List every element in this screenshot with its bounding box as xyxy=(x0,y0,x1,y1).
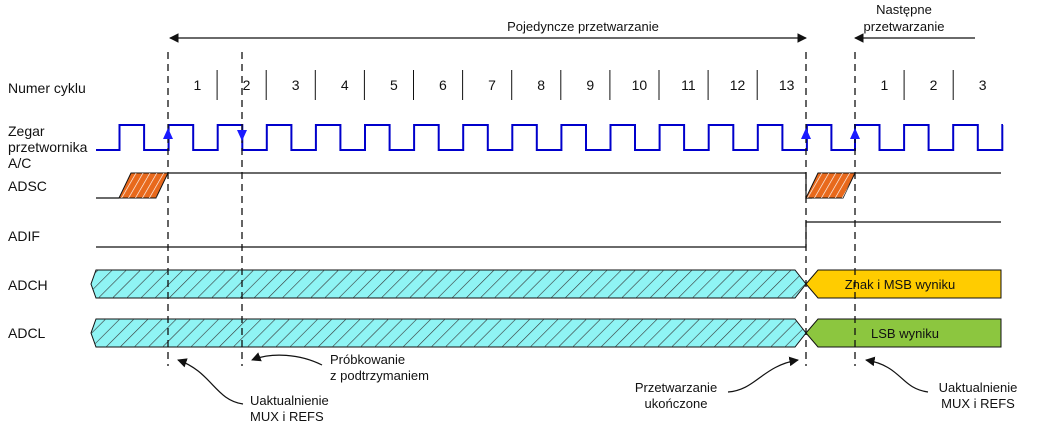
adsc-label: ADSC xyxy=(8,178,47,194)
adcl-previous-hatch xyxy=(91,319,806,347)
mux-update-left-text-2: MUX i REFS xyxy=(250,409,324,424)
adcl-result-label: LSB wyniku xyxy=(871,326,939,341)
adsc-start-pulse-1-hatch xyxy=(119,173,168,198)
cycle-number-first-6: 6 xyxy=(439,77,447,93)
adsc-high xyxy=(168,172,812,199)
annotation-mux-update-left: Uaktualnienie MUX i REFS xyxy=(177,358,329,424)
adch-result xyxy=(805,269,1002,299)
cycle-number-first-5: 5 xyxy=(390,77,398,93)
next-conversion-label-2: przetwarzanie xyxy=(864,19,945,34)
mux-update-right-arrow xyxy=(865,356,929,393)
conversion-complete-text-2: ukończone xyxy=(645,396,708,411)
adcl-label: ADCL xyxy=(8,325,46,341)
mux-update-left-text-1: Uaktualnienie xyxy=(250,393,329,408)
sample-hold-text-1: Próbkowanie xyxy=(330,352,405,367)
cycle-number-next-2: 2 xyxy=(930,77,938,93)
next-conversion-span: Następne przetwarzanie xyxy=(854,2,975,43)
adch-result-label: Znak i MSB wyniku xyxy=(845,277,956,292)
conversion-complete-arrow xyxy=(727,356,799,393)
mux-update-left-arrow xyxy=(177,358,244,405)
sample-hold-arrow xyxy=(251,352,323,366)
annotation-conversion-complete: Przetwarzanie ukończone xyxy=(635,356,799,411)
clock-waveform-conversion xyxy=(96,124,833,151)
cycle-number-first-1: 1 xyxy=(194,77,202,93)
adif-waveform xyxy=(96,221,1001,248)
clock-edge-arrows xyxy=(163,128,860,141)
rising-edge-arrow-3 xyxy=(850,128,860,139)
cycle-number-first-8: 8 xyxy=(537,77,545,93)
cycle-number-first-3: 3 xyxy=(292,77,300,93)
clock-label-3: A/C xyxy=(8,155,31,171)
cycle-number-first-12: 12 xyxy=(730,77,746,93)
cycle-number-label: Numer cyklu xyxy=(8,80,86,96)
single-conversion-span: Pojedyncze przetwarzanie xyxy=(169,19,807,43)
cycle-number-next-1: 1 xyxy=(881,77,889,93)
adch-bus: Znak i MSB wyniku xyxy=(90,269,1002,299)
adc-clock-waveform xyxy=(96,124,1004,151)
next-conversion-label-1: Następne xyxy=(876,2,932,17)
adif-signal xyxy=(96,221,1001,248)
adsc-start-pulse-2-hatch xyxy=(806,173,855,198)
adch-label: ADCH xyxy=(8,277,48,293)
cycle-number-first-10: 10 xyxy=(632,77,648,93)
cycle-number-next-3: 3 xyxy=(979,77,987,93)
clock-waveform-next xyxy=(832,124,1004,151)
conversion-complete-text-1: Przetwarzanie xyxy=(635,380,717,395)
adcl-bus: LSB wyniku xyxy=(90,318,1002,348)
annotation-sample-hold: Próbkowanie z podtrzymaniem xyxy=(251,352,429,383)
cycle-number-first-2: 2 xyxy=(243,77,251,93)
cycle-number-first-4: 4 xyxy=(341,77,349,93)
adch-previous-hatch xyxy=(91,270,806,298)
cycle-number-first-13: 13 xyxy=(779,77,795,93)
cycle-number-first-7: 7 xyxy=(488,77,496,93)
rising-edge-arrow-2 xyxy=(801,128,811,139)
clock-label-2: przetwornika xyxy=(8,139,88,155)
single-conversion-label: Pojedyncze przetwarzanie xyxy=(507,19,659,34)
falling-edge-arrow xyxy=(237,130,247,141)
mux-update-right-text-1: Uaktualnienie xyxy=(939,380,1018,395)
clock-label-1: Zegar xyxy=(8,123,45,139)
adif-label: ADIF xyxy=(8,228,40,244)
event-markers xyxy=(167,52,856,366)
cycle-number-first-9: 9 xyxy=(586,77,594,93)
mux-update-right-text-2: MUX i REFS xyxy=(941,396,1015,411)
cycle-number-first-11: 11 xyxy=(681,77,696,93)
sample-hold-text-2: z podtrzymaniem xyxy=(330,368,429,383)
rising-edge-arrow-1 xyxy=(163,128,173,139)
annotation-mux-update-right: Uaktualnienie MUX i REFS xyxy=(865,356,1018,411)
adsc-signal xyxy=(96,172,1001,199)
